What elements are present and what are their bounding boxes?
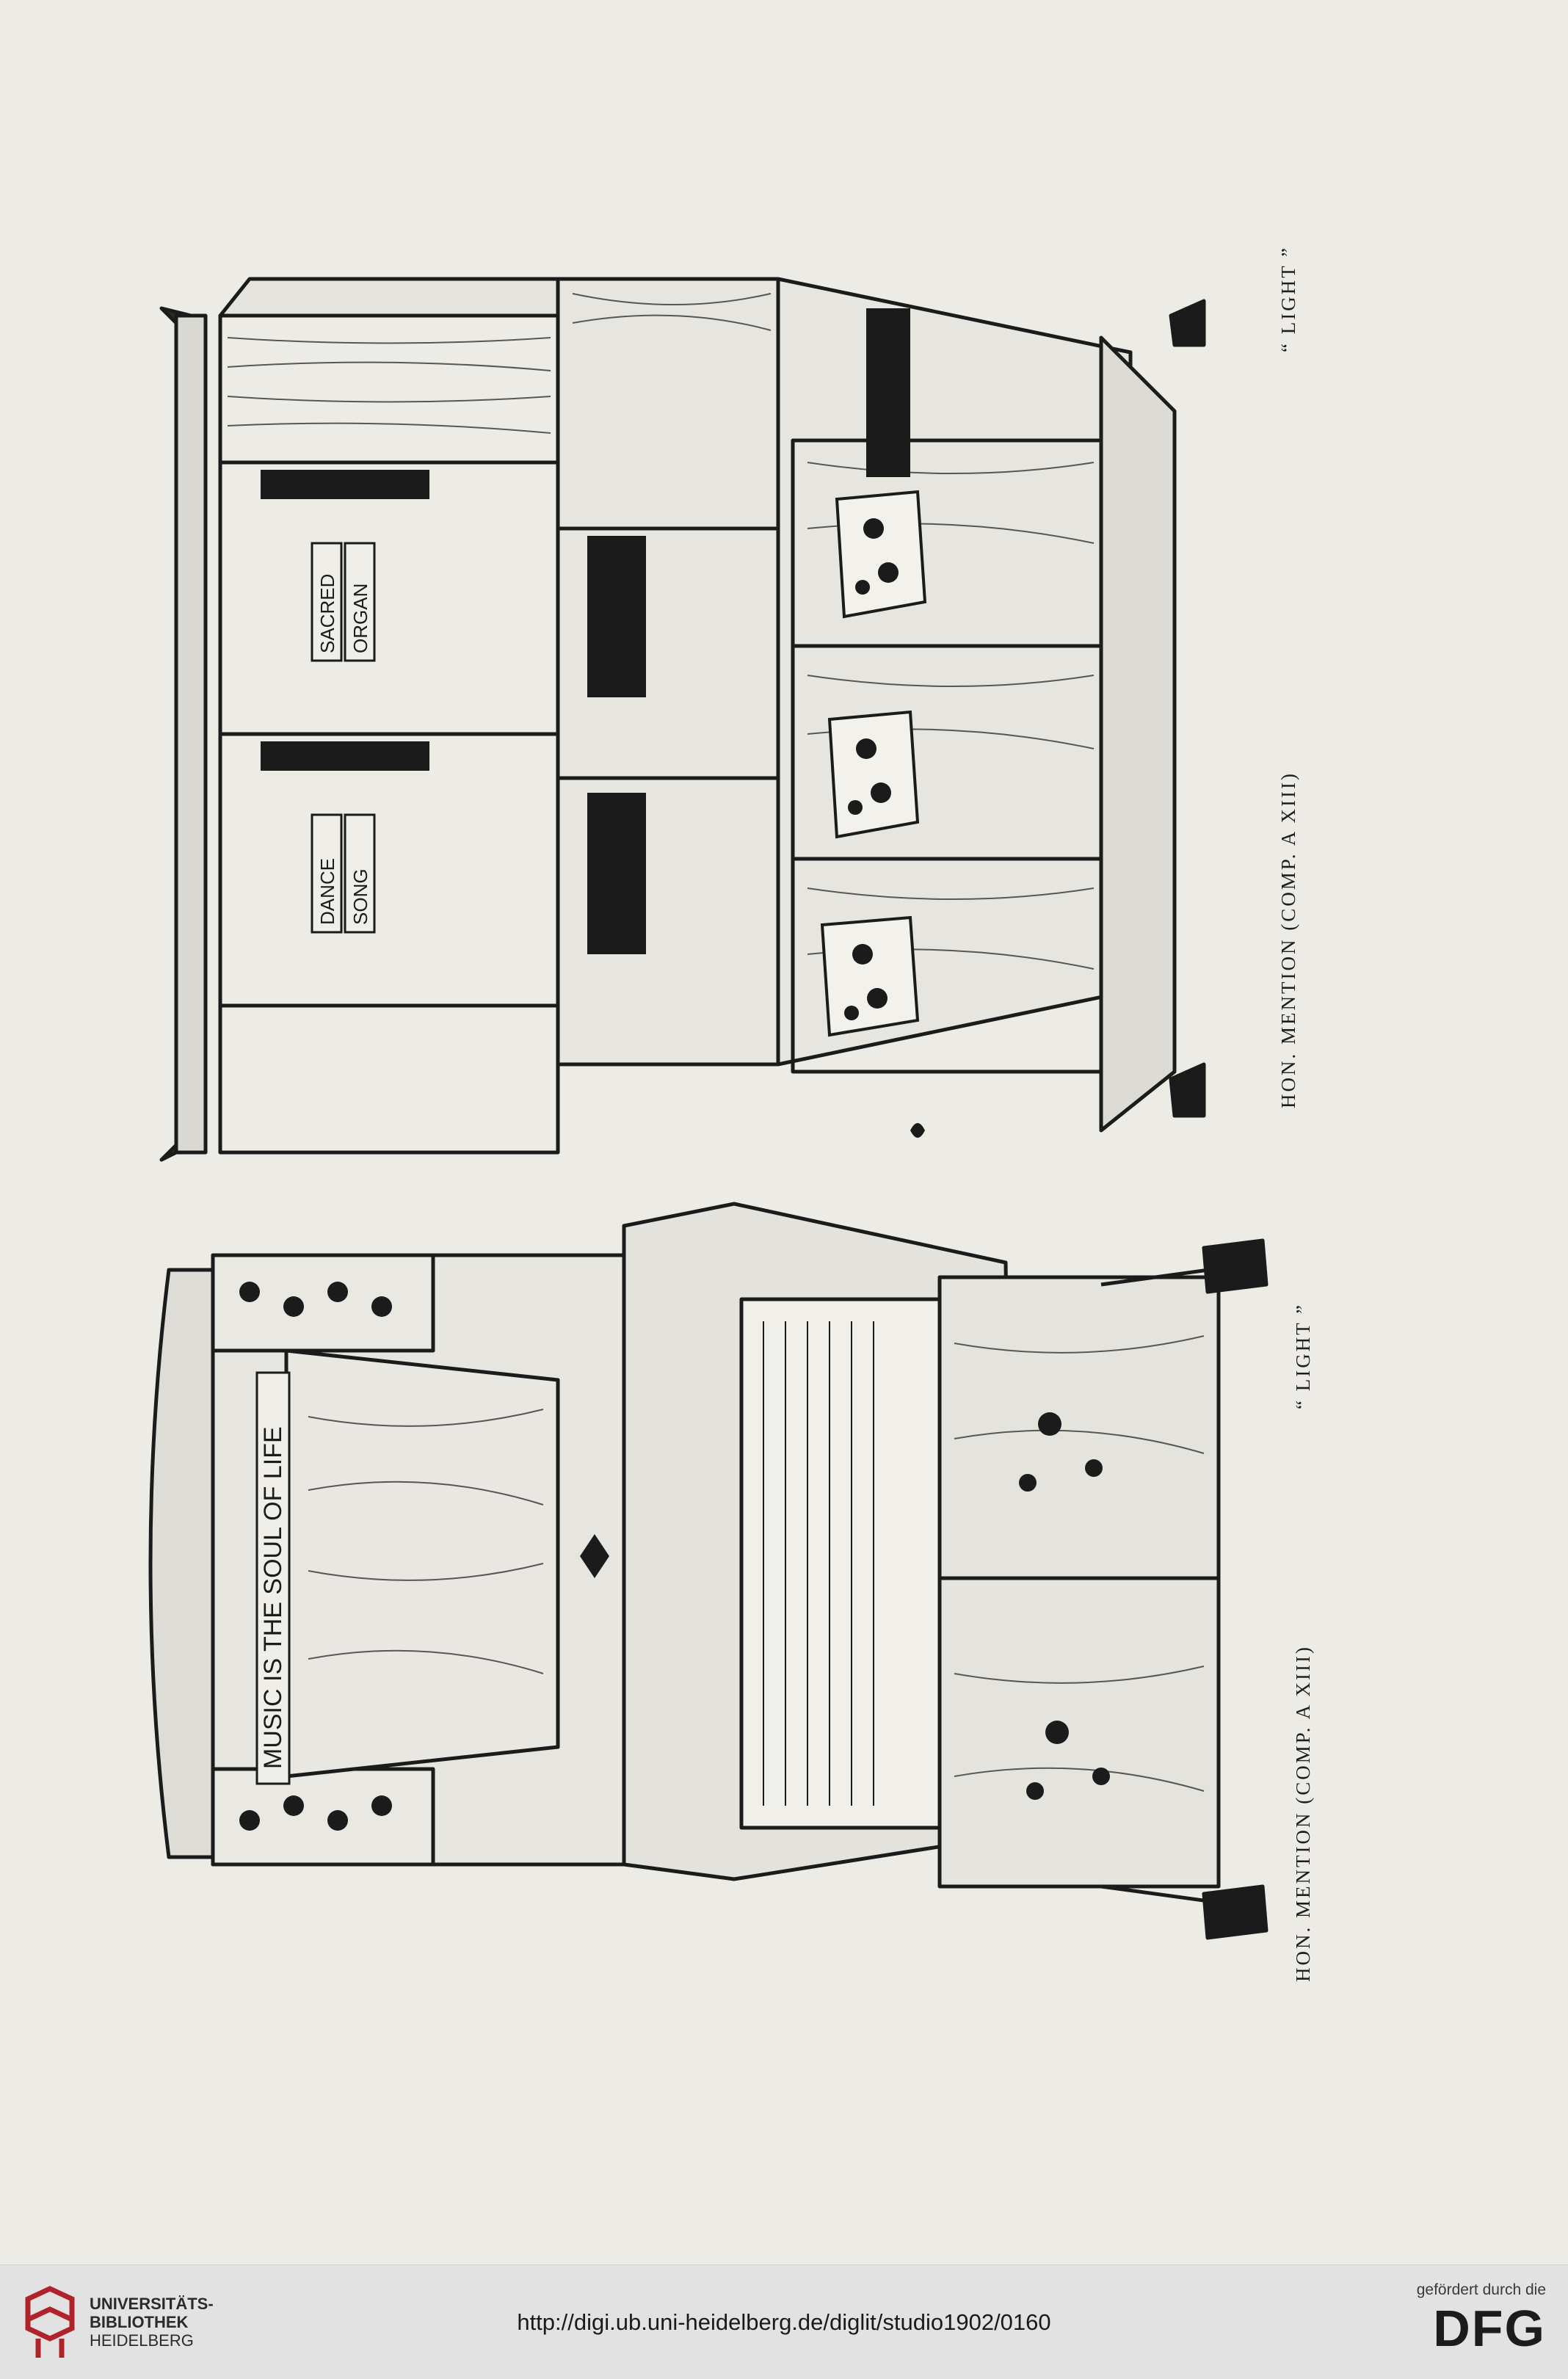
cabinet-inscription-3: DANCE <box>316 858 338 925</box>
cabinet-illustration: SACRED ORGAN DANCE SONG <box>159 277 1206 1162</box>
viewer-footer: UNIVERSITÄTS- BIBLIOTHEK HEIDELBERG http… <box>0 2264 1568 2379</box>
funding-block: gefördert durch die DFG <box>1384 2281 1546 2358</box>
library-line-3: HEIDELBERG <box>90 2331 194 2350</box>
caption-left-light: “ LIGHT ” <box>1292 1303 1314 1409</box>
piano-inscription: MUSIC IS THE SOUL OF LIFE <box>259 1426 287 1769</box>
funding-note: gefördert durch die <box>1416 2281 1546 2298</box>
scanned-page: SACRED ORGAN DANCE SONG <box>148 246 1314 1982</box>
caption-left-hon-mention: HON. MENTION (COMP. A XIII) <box>1292 1645 1314 1982</box>
library-line-1: UNIVERSITÄTS- <box>90 2295 214 2313</box>
cabinet-inscription-2: ORGAN <box>349 584 371 653</box>
library-line-2: BIBLIOTHEK <box>90 2313 189 2331</box>
cabinet-inscription-1: SACRED <box>316 574 338 653</box>
cabinet-inscription-4: SONG <box>349 868 371 925</box>
permalink-url[interactable]: http://digi.ub.uni-heidelberg.de/diglit/… <box>517 2309 1051 2335</box>
piano-illustration: MUSIC IS THE SOUL OF LIFE <box>148 1202 1268 1940</box>
dfg-logo: DFG <box>1433 2300 1546 2357</box>
library-name: UNIVERSITÄTS- BIBLIOTHEK HEIDELBERG <box>90 2295 214 2350</box>
ub-heidelberg-logo-icon <box>25 2286 75 2358</box>
caption-right-hon-mention: HON. MENTION (COMP. A XIII) <box>1277 771 1299 1108</box>
caption-right-light: “ LIGHT ” <box>1277 246 1299 352</box>
